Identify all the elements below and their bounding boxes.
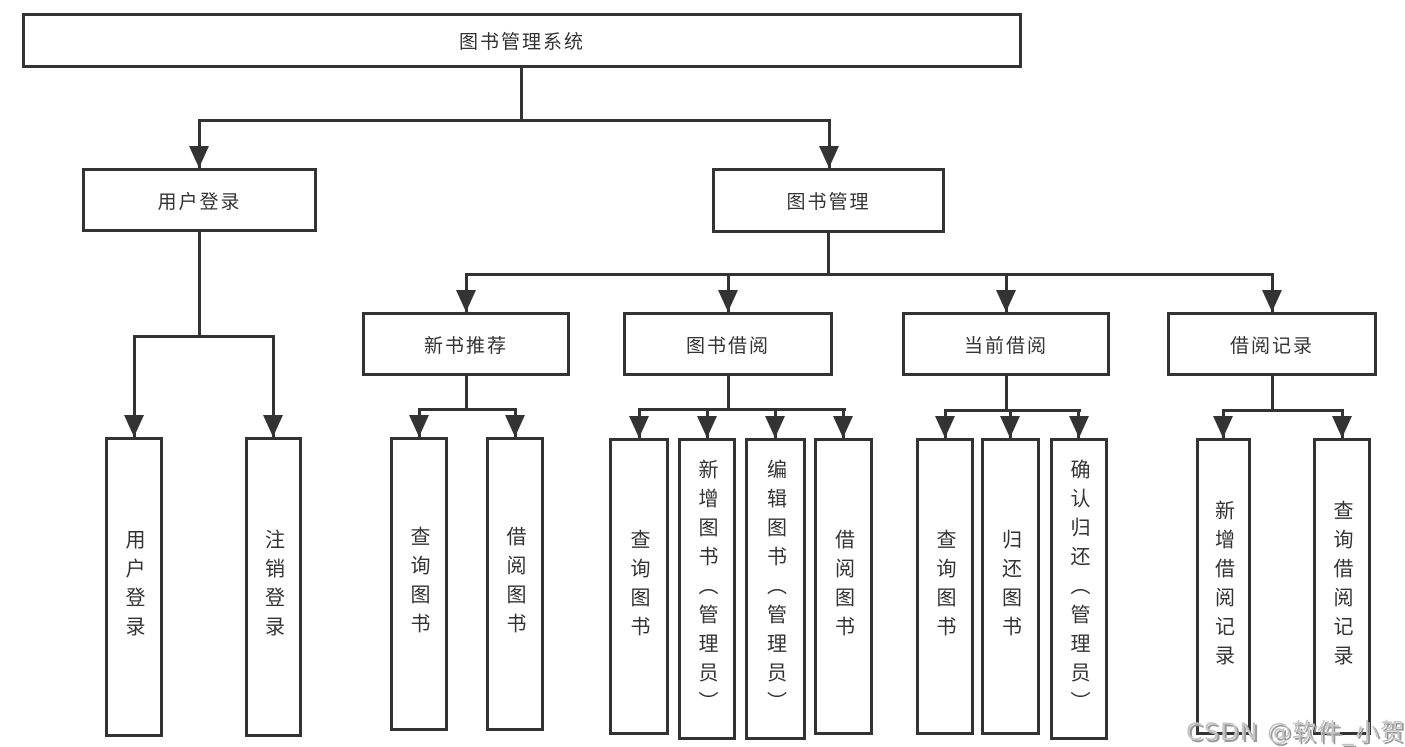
arrow-down-icon bbox=[263, 415, 283, 437]
edge-line bbox=[198, 119, 831, 122]
node-leaf-return-book: 归还图书 bbox=[981, 438, 1040, 735]
node-leaf-query-borrow-record: 查询借阅记录 bbox=[1313, 438, 1371, 735]
edge-line bbox=[198, 232, 201, 338]
arrow-down-icon bbox=[697, 416, 717, 438]
node-leaf-borrow-books-recommend: 借阅图书 bbox=[486, 437, 544, 731]
edge-line bbox=[198, 119, 201, 168]
arrow-down-icon bbox=[1262, 290, 1282, 312]
arrow-down-icon bbox=[996, 290, 1016, 312]
node-leaf-query-books-borrowing: 查询图书 bbox=[609, 438, 669, 735]
arrow-down-icon bbox=[1069, 416, 1089, 438]
edge-line bbox=[133, 335, 136, 437]
edge-line bbox=[1222, 409, 1344, 412]
node-leaf-query-books-current: 查询图书 bbox=[916, 438, 974, 735]
arrow-down-icon bbox=[765, 416, 785, 438]
arrow-down-icon bbox=[124, 415, 144, 437]
edge-line bbox=[944, 409, 1081, 412]
arrow-down-icon bbox=[189, 146, 209, 168]
node-leaf-add-book-admin: 新增图书（管理员） bbox=[678, 438, 736, 740]
edge-line bbox=[727, 376, 730, 411]
arrow-down-icon bbox=[629, 416, 649, 438]
node-leaf-borrow-books-borrowing: 借阅图书 bbox=[814, 438, 873, 735]
node-leaf-logout: 注销登录 bbox=[245, 437, 302, 737]
arrow-down-icon bbox=[819, 146, 839, 168]
arrow-down-icon bbox=[1332, 416, 1352, 438]
arrow-down-icon bbox=[935, 416, 955, 438]
edge-line bbox=[520, 68, 523, 122]
csdn-watermark: CSDN @软件_小贺同学 bbox=[1186, 718, 1405, 746]
node-leaf-confirm-return-admin: 确认归还（管理员） bbox=[1050, 438, 1108, 740]
node-current-borrowing: 当前借阅 bbox=[902, 312, 1110, 376]
node-user-login: 用户登录 bbox=[82, 168, 317, 232]
arrow-down-icon bbox=[1000, 416, 1020, 438]
edge-line bbox=[827, 233, 830, 276]
node-leaf-query-books-recommend: 查询图书 bbox=[390, 437, 448, 731]
arrow-down-icon bbox=[833, 416, 853, 438]
edge-line bbox=[828, 119, 831, 168]
edge-line bbox=[1005, 376, 1008, 412]
edge-line bbox=[272, 335, 275, 437]
node-leaf-edit-book-admin: 编辑图书（管理员） bbox=[745, 438, 806, 740]
arrow-down-icon bbox=[718, 290, 738, 312]
edge-line bbox=[465, 376, 468, 411]
arrow-down-icon bbox=[456, 290, 476, 312]
node-book-borrowing: 图书借阅 bbox=[623, 312, 833, 376]
node-book-management: 图书管理 bbox=[712, 168, 945, 233]
edge-line bbox=[638, 408, 846, 411]
node-leaf-user-login: 用户登录 bbox=[105, 437, 163, 737]
edge-line bbox=[465, 273, 1274, 276]
node-leaf-add-borrow-record: 新增借阅记录 bbox=[1196, 438, 1251, 735]
edge-line bbox=[1271, 376, 1274, 412]
edge-line bbox=[418, 408, 517, 411]
node-new-book-recommendation: 新书推荐 bbox=[362, 312, 570, 376]
arrow-down-icon bbox=[1213, 416, 1233, 438]
edge-line bbox=[133, 335, 275, 338]
arrow-down-icon bbox=[409, 415, 429, 437]
arrow-down-icon bbox=[505, 415, 525, 437]
node-library-management-system: 图书管理系统 bbox=[22, 13, 1022, 68]
node-borrowing-records: 借阅记录 bbox=[1167, 312, 1377, 376]
